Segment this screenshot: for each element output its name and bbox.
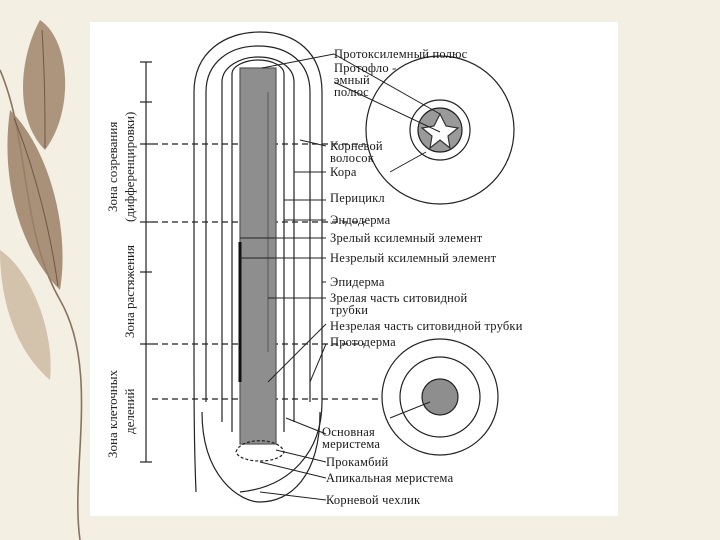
label-root-hair-1: Корневой	[330, 139, 383, 153]
cross-section-upper	[365, 55, 515, 205]
label-immature-sieve: Незрелая часть ситовидной трубки	[330, 319, 523, 333]
cs-lower-inner	[399, 356, 481, 438]
label-epidermis: Эпидерма	[330, 275, 385, 289]
zone-maturation-label: Зона созревания	[105, 121, 120, 212]
vascular-cylinder	[239, 67, 277, 445]
label-root-cap: Корневой чехлик	[326, 493, 421, 507]
zone-division-label: Зона клеточных	[105, 370, 120, 458]
cs-lower-stele	[421, 378, 459, 416]
root-cap-outline	[201, 411, 321, 503]
cortex-outline	[221, 56, 295, 422]
leader-lines	[240, 53, 441, 501]
label-ground-meristem-2: меристема	[322, 437, 381, 451]
label-endodermis: Эндодерма	[330, 213, 391, 227]
stele-outline	[231, 59, 285, 432]
protoderm-outline	[205, 45, 311, 402]
zone-elongation-label: Зона растяжения	[122, 245, 137, 338]
leaf-vein	[41, 29, 46, 149]
label-mature-sieve-1: Зрелая часть ситовидной	[330, 291, 468, 305]
zone-brackets	[140, 61, 152, 463]
cs-upper-xylem-star	[420, 112, 460, 150]
root-epidermis-outline	[193, 31, 323, 493]
leaf-low	[0, 250, 51, 380]
leaf-mid	[7, 110, 63, 290]
leaf-vein-2	[13, 117, 59, 287]
label-apical-meristem: Апикальная меристема	[326, 471, 454, 485]
zone-division-sublabel: делений	[122, 388, 137, 434]
label-protophloem-1: Протофло -	[334, 61, 397, 75]
label-protophloem-3: полюс	[334, 85, 369, 99]
label-pericycle: Перицикл	[330, 191, 385, 205]
root-diagram	[140, 31, 515, 503]
cs-upper-outer	[365, 55, 515, 205]
label-protophloem-2: эмный	[334, 73, 370, 87]
cross-section-lower	[381, 338, 499, 456]
cs-upper-cortex	[409, 99, 471, 161]
label-cortex: Кора	[330, 165, 357, 179]
label-procambium: Прокамбий	[326, 455, 389, 469]
label-protoderm: Протодерма	[330, 335, 396, 349]
label-ground-meristem-1: Основная	[322, 425, 376, 439]
label-mature-sieve-2: трубки	[330, 303, 369, 317]
label-root-hair-2: волосок	[330, 151, 374, 165]
diagram-panel: Зона созревания (дифференцировки) Зона р…	[90, 22, 618, 516]
label-mature-xylem: Зрелый ксилемный элемент	[330, 231, 483, 245]
zone-maturation-sublabel: (дифференцировки)	[122, 111, 137, 222]
label-immature-xylem: Незрелый ксилемный элемент	[330, 251, 497, 265]
label-protoxylem-pole: Протоксилемный полюс	[334, 47, 468, 61]
cs-lower-outer	[381, 338, 499, 456]
